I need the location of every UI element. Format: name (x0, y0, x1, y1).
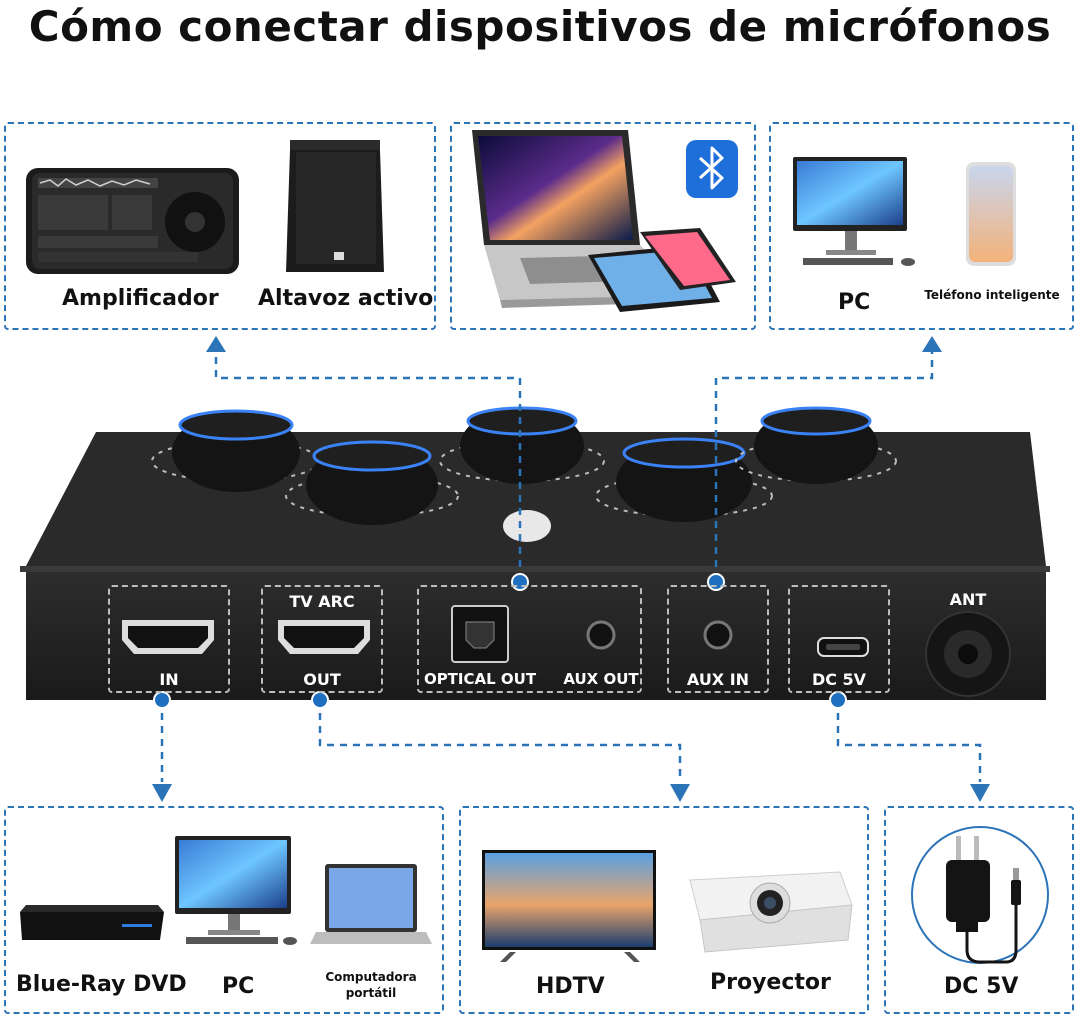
port-box-optical-aux (417, 585, 642, 693)
pc-monitor-icon-bottom (175, 836, 297, 945)
label-amplifier: Amplificador (62, 286, 219, 311)
port-label-out: OUT (303, 670, 341, 689)
label-laptop-line1: Computadora (325, 970, 417, 984)
port-label-tv-arc: TV ARC (289, 592, 355, 611)
port-label-aux-in: AUX IN (686, 670, 750, 689)
mixer-device (20, 406, 1050, 700)
port-label-in: IN (159, 670, 179, 689)
label-active-speaker: Altavoz activo (258, 286, 434, 311)
hdmi-out-port[interactable] (278, 620, 370, 654)
laptop-icon (310, 864, 432, 944)
panel-top-left (4, 122, 436, 330)
aux-out-port[interactable] (586, 620, 616, 650)
label-pc-top: PC (838, 290, 871, 315)
optical-out-port[interactable] (451, 605, 509, 663)
amplifier-icon (26, 168, 239, 274)
port-label-dc: DC 5V (811, 670, 867, 689)
label-projector: Proyector (710, 970, 831, 995)
volume-knobs[interactable] (151, 406, 897, 525)
port-box-tv-arc (261, 585, 383, 693)
projector-icon (689, 871, 853, 953)
antenna-port[interactable] (925, 611, 1011, 697)
laptop-devices-icon (472, 130, 736, 312)
panel-top-middle (450, 122, 756, 330)
port-label-optical-out: OPTICAL OUT (423, 670, 537, 688)
hdmi-in-port[interactable] (122, 620, 214, 654)
dc-port[interactable] (817, 637, 869, 657)
port-label-ant: ANT (949, 590, 987, 609)
label-bluray-dvd: Blue-Ray DVD (16, 972, 187, 997)
bluray-dvd-icon (20, 905, 164, 940)
panel-top-right (769, 122, 1074, 330)
panel-bottom-middle (459, 806, 869, 1014)
panel-bottom-left (4, 806, 444, 1014)
dc-adapter-icon (911, 826, 1049, 964)
label-laptop-line2: portátil (345, 986, 397, 1000)
pc-monitor-icon (793, 157, 915, 266)
connection-lines (160, 352, 982, 782)
hdtv-icon (482, 850, 656, 962)
port-box-dc (788, 585, 890, 693)
port-box-aux-in (667, 585, 769, 693)
label-dc-5v: DC 5V (944, 974, 1019, 999)
port-box-in (108, 585, 230, 693)
smartphone-icon (966, 162, 1016, 266)
panel-bottom-right (884, 806, 1074, 1014)
speaker-icon (286, 140, 384, 272)
bluetooth-icon (686, 140, 738, 198)
label-smartphone: Teléfono inteligente (924, 288, 1060, 302)
aux-in-port[interactable] (703, 620, 733, 650)
connection-arrows (152, 336, 990, 802)
label-hdtv: HDTV (536, 974, 605, 999)
label-pc-bottom: PC (222, 974, 255, 999)
port-label-aux-out: AUX OUT (563, 670, 639, 688)
page-title: Cómo conectar dispositivos de micrófonos (28, 2, 1052, 51)
